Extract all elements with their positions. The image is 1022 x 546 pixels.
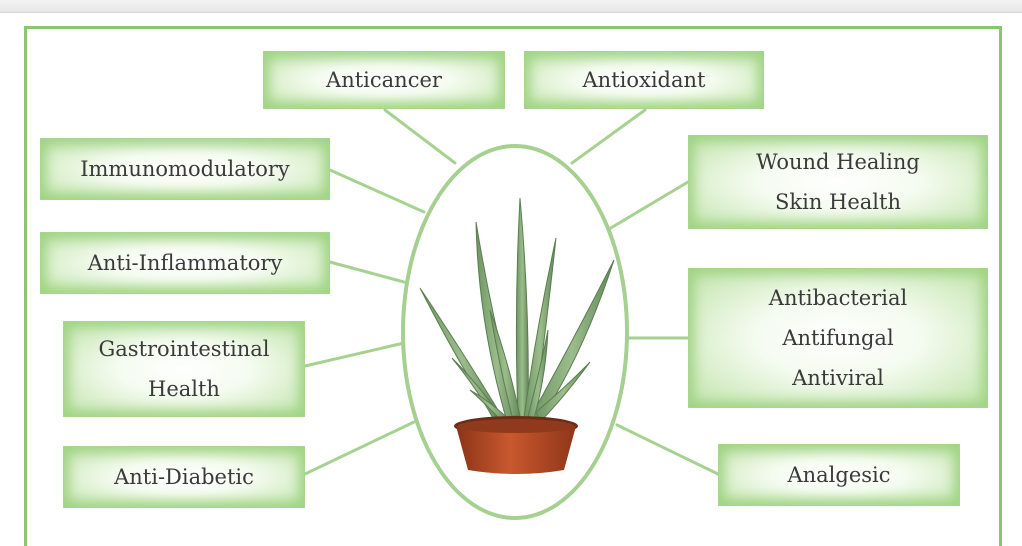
connector-anti-inflammatory: [330, 262, 404, 282]
connector-antioxidant: [572, 110, 645, 163]
connector-anti-diabetic: [305, 422, 414, 474]
benefit-anti-diabetic-label: Anti-Diabetic: [114, 457, 254, 497]
connector-analgesic: [617, 425, 718, 474]
aloe-leaves: [420, 198, 614, 426]
benefit-antioxidant-label: Antioxidant: [583, 60, 706, 100]
benefit-immunomodulatory-label: Immunomodulatory: [80, 149, 290, 189]
benefit-gastrointestinal-line1: Gastrointestinal: [99, 329, 270, 369]
benefit-antifungal-label: Antifungal: [782, 318, 893, 358]
connector-immunomodulatory: [330, 170, 424, 212]
benefit-antiviral-label: Antiviral: [792, 358, 884, 398]
benefit-wound-healing-line1: Wound Healing: [756, 142, 920, 182]
connector-gastrointestinal: [305, 343, 404, 366]
benefit-anti-inflammatory: Anti-Inflammatory: [40, 232, 330, 294]
benefit-anti-inflammatory-label: Anti-Inflammatory: [88, 243, 283, 283]
benefit-analgesic-label: Analgesic: [787, 455, 890, 495]
benefit-gastrointestinal-health: Gastrointestinal Health: [63, 321, 305, 417]
benefit-wound-healing-line2: Skin Health: [775, 182, 901, 222]
aloe-vera-plant-image: [418, 180, 618, 480]
benefit-gastrointestinal-line2: Health: [148, 369, 220, 409]
benefit-anticancer: Anticancer: [263, 51, 505, 109]
benefit-immunomodulatory: Immunomodulatory: [40, 138, 330, 200]
terracotta-pot: [456, 426, 576, 474]
connector-anticancer: [385, 110, 455, 163]
benefit-anticancer-label: Anticancer: [326, 60, 442, 100]
benefit-analgesic: Analgesic: [718, 444, 960, 506]
benefit-antimicrobial: Antibacterial Antifungal Antiviral: [688, 268, 988, 408]
benefit-antioxidant: Antioxidant: [524, 51, 764, 109]
benefit-anti-diabetic: Anti-Diabetic: [63, 446, 305, 508]
benefit-antibacterial-label: Antibacterial: [769, 278, 907, 318]
benefit-wound-healing-skin-health: Wound Healing Skin Health: [688, 135, 988, 229]
